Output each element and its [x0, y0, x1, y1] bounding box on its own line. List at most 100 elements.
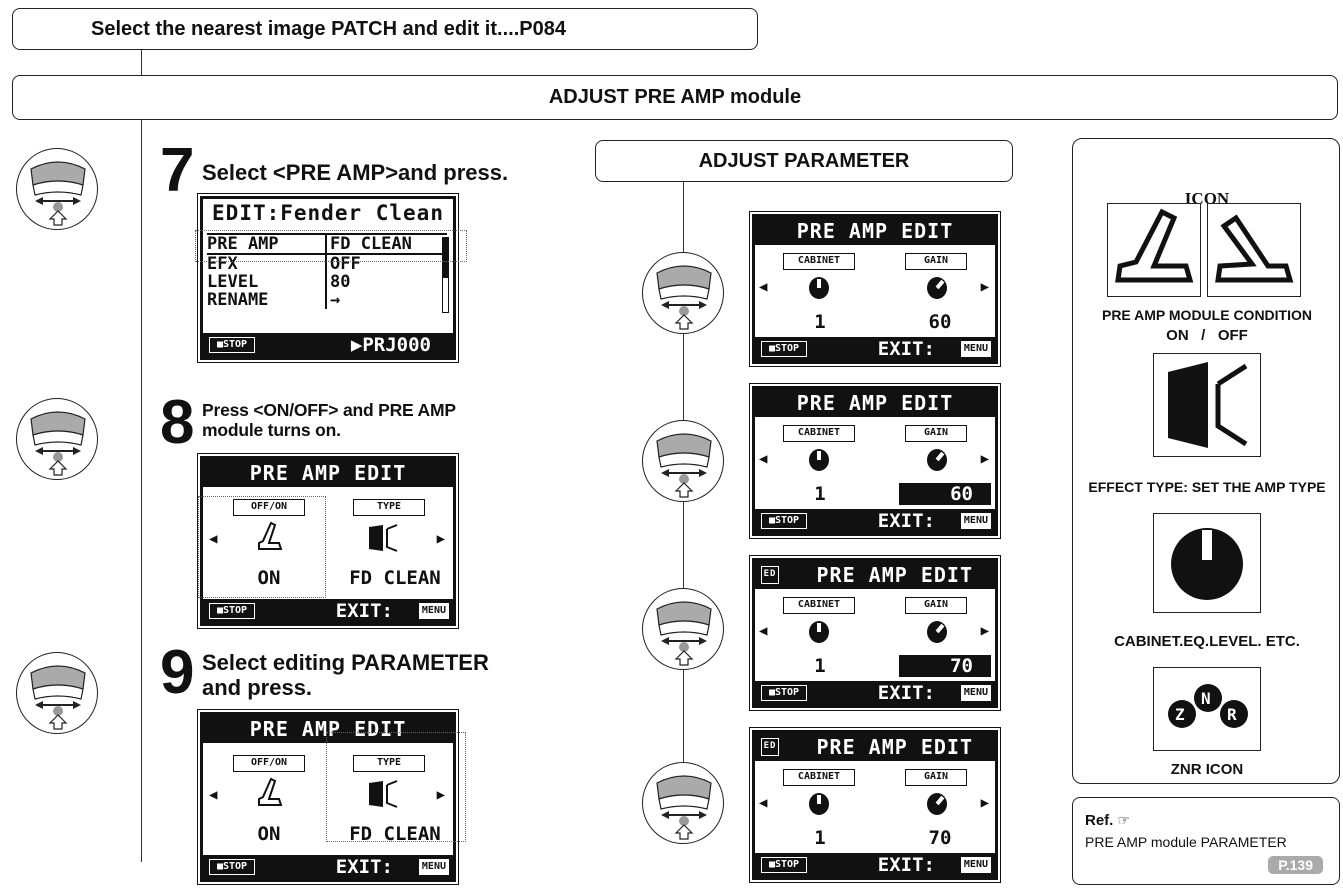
- knob-icon: [927, 621, 947, 643]
- exit-label: EXIT:: [877, 510, 935, 532]
- znr-caption: ZNR ICON: [1170, 761, 1244, 778]
- menu-row-value: FD CLEAN: [325, 235, 412, 253]
- adjust-title: ADJUST PARAMETER: [698, 149, 910, 172]
- menu-label: MENU: [960, 857, 991, 873]
- knob-icon: [809, 793, 829, 815]
- connector-line: [141, 50, 142, 75]
- lcd-title: EDIT:Fender Clean: [203, 199, 453, 227]
- lcd-footer: ■STOP EXIT: MENU: [755, 853, 995, 877]
- left-arrow-icon: ◀: [759, 279, 768, 295]
- menu-label: MENU: [960, 341, 991, 357]
- knob-icon: [1153, 513, 1261, 613]
- cabinet-value: 1: [814, 483, 826, 505]
- off-on-label: OFF/ON: [233, 499, 305, 516]
- condition-label: PRE AMP MODULE CONDITION: [1101, 307, 1312, 323]
- cabinet-label: CABINET: [783, 769, 855, 786]
- gain-value-highlighted: 60: [899, 483, 991, 505]
- stop-label: ■STOP: [761, 513, 807, 529]
- top-title-box: Select the nearest image PATCH and edit …: [12, 8, 758, 50]
- stop-label: ■STOP: [761, 685, 807, 701]
- off-on-label: OFF/ON: [233, 755, 305, 772]
- dial-icon: [16, 148, 98, 230]
- left-arrow-icon: ◀: [759, 623, 768, 639]
- dial-icon: [642, 420, 724, 502]
- stop-label: ■STOP: [209, 603, 255, 619]
- step-text: Select editing PARAMETER and press.: [202, 650, 489, 701]
- cabinet-label: CABINET: [783, 425, 855, 442]
- knob-icon: [927, 277, 947, 299]
- menu-label: MENU: [960, 685, 991, 701]
- amp-type-icon: [1153, 353, 1261, 457]
- lcd-footer: ■STOP ▶PRJ000: [203, 333, 453, 357]
- adjust-line: [683, 182, 684, 844]
- type-caption: EFFECT TYPE: SET THE AMP TYPE: [1088, 479, 1326, 495]
- condition-states: ON / OFF: [1166, 327, 1248, 344]
- exit-label: EXIT:: [877, 682, 935, 704]
- lcd-footer: ■STOP EXIT: MENU: [203, 855, 453, 879]
- gain-label: GAIN: [905, 597, 967, 614]
- ref-page-badge[interactable]: P.139: [1268, 856, 1323, 874]
- cabinet-value: 1: [814, 311, 826, 333]
- edit-icon: ED: [761, 566, 779, 584]
- lcd-preamp-screen: PRE AMP EDIT OFF/ON TYPE ◀ ▶ ON FD CLEAN…: [197, 453, 459, 629]
- cabinet-label: CABINET: [783, 597, 855, 614]
- lcd-title: PRE AMP EDIT: [755, 217, 995, 245]
- ref-text: PRE AMP module PARAMETER: [1085, 834, 1287, 850]
- dial-icon: [642, 252, 724, 334]
- menu-row-name: LEVEL: [207, 272, 259, 292]
- menu-label: MENU: [418, 859, 449, 875]
- on-value: ON: [257, 567, 281, 589]
- gain-label: GAIN: [905, 253, 967, 270]
- section-title: ADJUST PRE AMP module: [548, 86, 802, 108]
- step-text: Select <PRE AMP>and press.: [202, 160, 509, 185]
- cabinet-value: 1: [814, 827, 826, 849]
- exit-label: EXIT:: [335, 600, 393, 622]
- lcd-title: ED PRE AMP EDIT: [755, 561, 995, 589]
- knob-icon: [927, 793, 947, 815]
- step-text: Press <ON/OFF> and PRE AMP module turns …: [202, 400, 456, 441]
- knob-icon: [809, 277, 829, 299]
- step-number: 7: [160, 136, 195, 205]
- section-title-box: ADJUST PRE AMP module: [12, 75, 1338, 120]
- svg-text:N: N: [1201, 689, 1211, 708]
- pointing-hand-icon: ☞: [1117, 812, 1131, 828]
- menu-label: MENU: [418, 603, 449, 619]
- stop-label: ■STOP: [761, 857, 807, 873]
- gain-label: GAIN: [905, 769, 967, 786]
- menu-row-value: OFF: [325, 255, 361, 273]
- lcd-title: PRE AMP EDIT: [755, 389, 995, 417]
- gain-value: 70: [928, 827, 952, 849]
- svg-text:R: R: [1227, 705, 1237, 724]
- cabinet-value: 1: [814, 655, 826, 677]
- switch-on-icon: [1107, 203, 1201, 297]
- knob-icon: [809, 621, 829, 643]
- switch-off-icon: [1207, 203, 1301, 297]
- project-label: ▶PRJ000: [350, 334, 431, 356]
- right-arrow-icon: ▶: [980, 279, 989, 295]
- selection-highlight: [326, 732, 466, 842]
- right-arrow-icon: ▶: [436, 531, 445, 547]
- exit-label: EXIT:: [877, 338, 935, 360]
- right-arrow-icon: ▶: [980, 451, 989, 467]
- knob-icon: [809, 449, 829, 471]
- on-value: ON: [257, 823, 281, 845]
- amp-type-icon: [369, 524, 398, 552]
- right-arrow-icon: ▶: [980, 795, 989, 811]
- lcd-footer: ■STOP EXIT: MENU: [755, 681, 995, 705]
- lcd-footer: ■STOP EXIT: MENU: [755, 337, 995, 361]
- step-number: 8: [160, 388, 195, 457]
- menu-row-name: RENAME: [207, 290, 269, 310]
- type-value: FD CLEAN: [349, 823, 441, 845]
- menu-label: MENU: [960, 513, 991, 529]
- adjust-screen: ED PRE AMP EDIT CABINET GAIN ◀ ▶ 1 70 ■S…: [749, 727, 1001, 883]
- gain-label: GAIN: [905, 425, 967, 442]
- switch-on-icon: [258, 777, 283, 806]
- menu-row-value: →: [325, 291, 340, 309]
- dial-icon: [16, 652, 98, 734]
- adjust-parameter-box: ADJUST PARAMETER: [595, 140, 1013, 182]
- gain-value-highlighted: 70: [899, 655, 991, 677]
- exit-label: EXIT:: [877, 854, 935, 876]
- lcd-footer: ■STOP EXIT: MENU: [755, 509, 995, 533]
- stop-label: ■STOP: [209, 859, 255, 875]
- edit-icon: ED: [761, 738, 779, 756]
